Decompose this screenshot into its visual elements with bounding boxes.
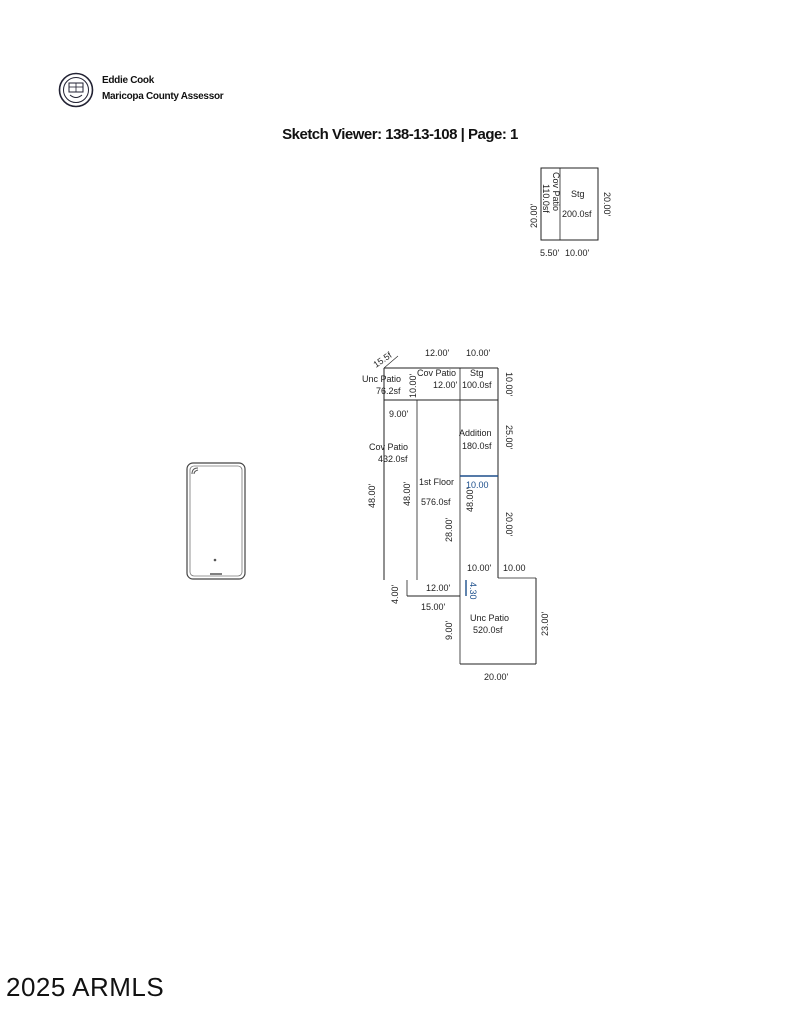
dim-12-bottom: 12.00' <box>426 583 451 593</box>
dim-48-left: 48.00' <box>367 483 377 508</box>
assessor-title: Maricopa County Assessor <box>102 91 224 102</box>
stg-label: Stg <box>470 368 484 378</box>
unc-patio-diag: 15.5f <box>371 350 394 370</box>
dim-28: 28.00' <box>444 517 454 542</box>
dim-15: 15.00' <box>421 602 446 612</box>
dim-top-1: 12.00' <box>425 348 450 358</box>
small-stg-area: 200.0sf <box>562 209 592 219</box>
dim-right-top: 10.00' <box>504 372 514 397</box>
assessor-name: Eddie Cook <box>102 75 155 86</box>
dim-4-blue: 4.30 <box>468 582 478 600</box>
cov-patio-left-label: Cov Patio <box>369 442 408 452</box>
cov-patio-left-area: 432.0sf <box>378 454 408 464</box>
cov-patio-top-label: Cov Patio <box>417 368 456 378</box>
unc-patio-top-area: 76.2sf <box>376 386 401 396</box>
dim-20-bottom: 20.00' <box>484 672 509 682</box>
dim-4: 4.00' <box>390 584 400 604</box>
addition-label: Addition <box>459 428 492 438</box>
small-dim-right: 20.00' <box>602 192 612 217</box>
dim-10-b: 10.00 <box>503 563 526 573</box>
small-cov-patio-area: 110.0sf <box>541 184 551 213</box>
page-title: Sketch Viewer: 138-13-108 | Page: 1 <box>282 126 518 143</box>
small-dim-left: 20.00' <box>529 203 539 228</box>
dim-10-a: 10.00' <box>467 563 492 573</box>
unc-patio-bottom-area: 520.0sf <box>473 625 503 635</box>
dim-9: 9.00' <box>389 409 409 419</box>
small-stg-label: Stg <box>571 189 585 199</box>
dim-10-blue: 10.00 <box>466 480 489 490</box>
cov-patio-top-dim: 12.00' <box>433 380 458 390</box>
small-dim-bottom-left: 5.50' <box>540 248 560 258</box>
small-dim-bottom-right: 10.00' <box>565 248 590 258</box>
addition-area: 180.0sf <box>462 441 492 451</box>
unc-patio-top-label: Unc Patio <box>362 374 401 384</box>
dim-23: 23.00' <box>540 611 550 636</box>
mobile-phone-icon <box>186 462 246 580</box>
dim-48-inner: 48.00' <box>402 481 412 506</box>
first-floor-label: 1st Floor <box>419 477 454 487</box>
stg-area: 100.0sf <box>462 380 492 390</box>
dim-addition-right: 25.00' <box>504 425 514 450</box>
county-seal-icon <box>58 72 94 108</box>
dim-48-addition: 48.00' <box>465 487 475 512</box>
small-cov-patio-label: Cov Patio <box>551 172 561 211</box>
small-sketch-outline <box>540 167 599 241</box>
copyright-text: 2025 ARMLS <box>6 972 165 1002</box>
dim-9-bottom: 9.00' <box>444 620 454 640</box>
unc-patio-bottom-label: Unc Patio <box>470 613 509 623</box>
small-sketch: Cov Patio 110.0sf Stg 200.0sf 20.00' 20.… <box>529 167 612 258</box>
main-sketch: 12.00' 10.00' 15.5f Unc Patio 76.2sf Cov… <box>362 348 550 682</box>
first-floor-area: 576.0sf <box>421 497 451 507</box>
dim-top-2: 10.00' <box>466 348 491 358</box>
dim-20-right: 20.00' <box>504 512 514 537</box>
cov-patio-top-vdim: 10.00' <box>408 373 418 398</box>
